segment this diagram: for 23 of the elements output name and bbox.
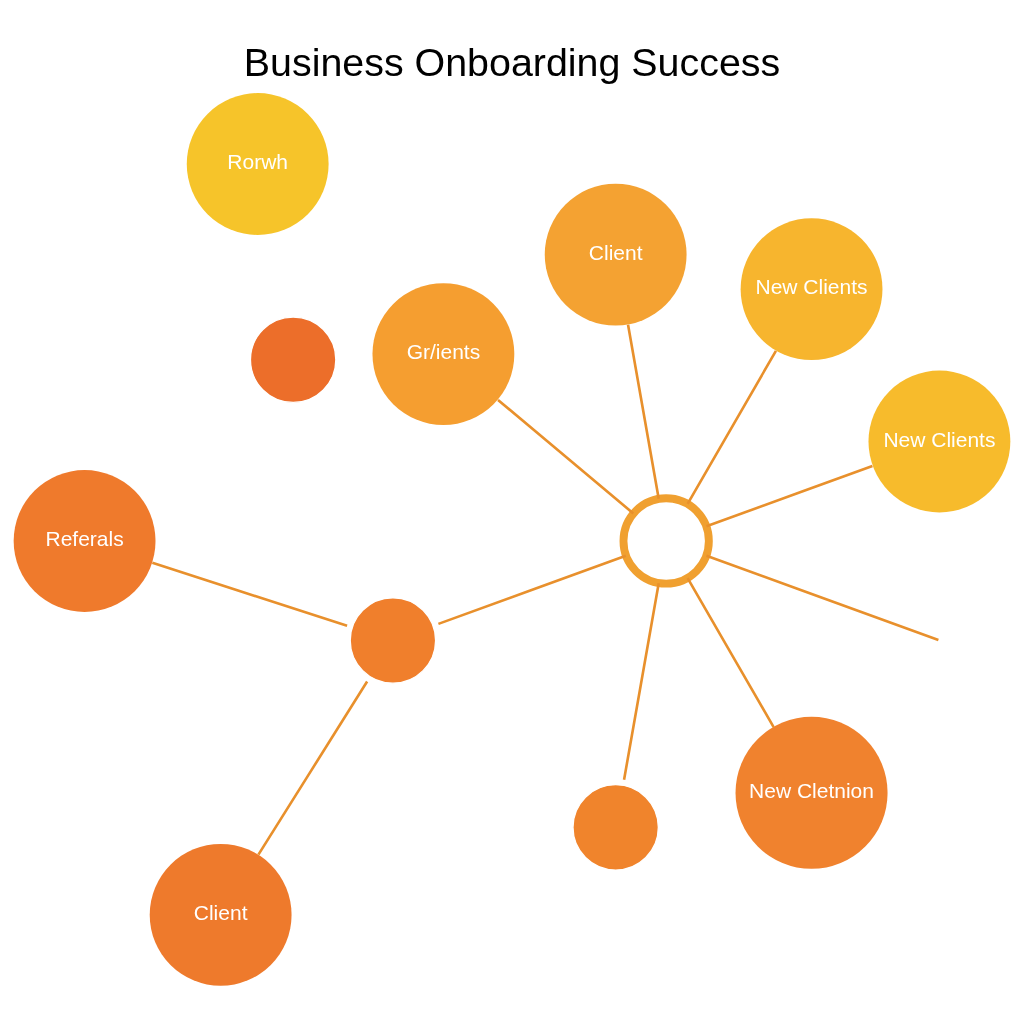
node-circle: Gr/ients bbox=[372, 282, 515, 425]
node-person bbox=[349, 596, 437, 684]
connector bbox=[686, 577, 775, 728]
connector bbox=[626, 324, 660, 499]
node-circle: New Cletnion bbox=[735, 716, 888, 869]
diagram-title: Business Onboarding Success bbox=[243, 39, 781, 84]
node-person bbox=[249, 315, 337, 403]
connector bbox=[497, 398, 635, 514]
node-person bbox=[572, 783, 659, 871]
connector bbox=[151, 561, 348, 627]
node-circle: Client bbox=[149, 843, 292, 986]
node-circle: Rorwh bbox=[186, 92, 329, 235]
node-circle bbox=[619, 493, 713, 588]
node-circle: New Clients bbox=[868, 370, 1011, 512]
connector bbox=[437, 553, 627, 625]
node-circle: Referals bbox=[13, 469, 156, 612]
connector bbox=[686, 349, 778, 504]
connector bbox=[706, 464, 873, 528]
connector bbox=[257, 680, 369, 855]
node-circle: Client bbox=[544, 183, 687, 326]
connector bbox=[706, 553, 939, 641]
node-circle: New Clients bbox=[740, 217, 883, 360]
connector bbox=[622, 582, 660, 780]
